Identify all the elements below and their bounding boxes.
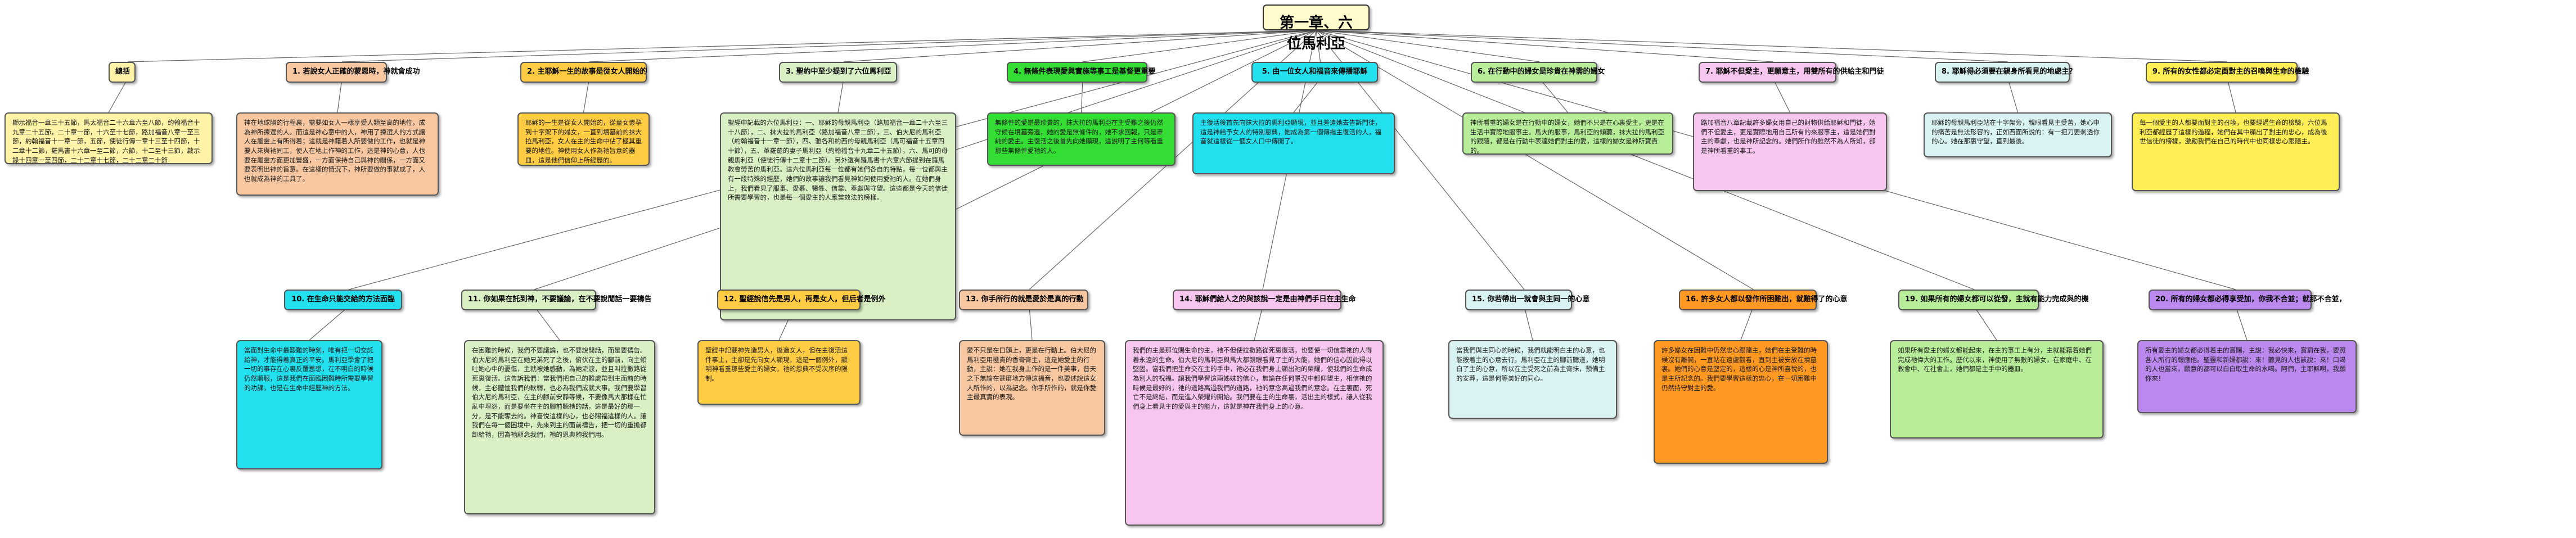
heading-to-note-line-17 [1974,306,1997,341]
root-to-heading-line-0 [127,30,1317,62]
branch-note-b9[interactable]: 每一個愛主的人都要面對主的召喚，也要經過生命的檢驗，六位馬利亞都經歷了這樣的過程… [2132,112,2340,191]
branch-heading-b5[interactable]: 5. 由一位女人和福音來傳播耶穌 [1251,62,1378,83]
branch-note-b13[interactable]: 愛不只是在口頭上，更是在行動上。伯大尼的馬利亞用極貴的香膏膏主，這是她愛主的行動… [959,340,1105,436]
heading-to-note-line-14 [1254,306,1263,341]
branch-heading-b10[interactable]: 10. 在生命只能交給的方法面臨 [284,290,402,310]
heading-to-note-line-16 [1740,306,1754,341]
heading-to-note-line-15 [1524,306,1533,341]
branch-note-b1[interactable]: 神在地球隕的行程裏，需要如女人一樣享受人類至高的地位，成為神所揀選的人。而這是神… [236,112,439,196]
branch-note-b2[interactable]: 耶穌的一生是從女人開始的，從童女懷孕到十字架下的婦女，一直到墳墓前的抹大拉馬利亞… [517,112,650,166]
branch-heading-b1[interactable]: 1. 若說女人正確的蒙恩時，神就會成功 [286,62,420,83]
branch-note-b16[interactable]: 許多婦女在困難中仍然忠心跟隨主，她們在主受難的時候沒有離開，一直站在遠處觀看，直… [1654,340,1828,464]
heading-to-note-line-3 [837,78,844,113]
branch-heading-b2[interactable]: 2. 主耶穌一生的故事是從女人開始的 [520,62,647,83]
root-topic[interactable]: 第一章、六位馬利亞 [1263,4,1370,52]
branch-note-b3[interactable]: 聖經中記載的六位馬利亞：一、耶穌的母親馬利亞（路加福音一章二十六至三十八節），二… [720,112,956,320]
heading-to-note-line-7 [1772,78,1791,113]
root-title: 第一章、六位馬利亞 [1279,15,1353,52]
branch-note-intro[interactable]: 顯示福音一章三十五節，馬太福音二十六章六至八節，約翰福音十九章二十五節，二十章一… [4,112,213,164]
root-to-heading-line-8 [1316,30,2008,62]
branch-heading-b11[interactable]: 11. 你如果在託到神，不要議論，在不要說閒話一要禱告 [461,290,652,310]
heading-to-note-line-11 [534,306,560,341]
branch-note-b18[interactable]: 所有愛主的婦女都必得着主的賞賜，主說：我必快來，賞罰在我，要照各人所行的報應他。… [2137,340,2357,413]
branch-heading-b4[interactable]: 4. 無條件表現愛與實施等事工是基督更重要 [1007,62,1156,83]
branch-heading-intro[interactable]: 總括 [109,62,136,83]
branch-heading-b18[interactable]: 20. 所有的婦女都必得享受加，你我不合並；就那不合並， [2149,290,2347,310]
root-to-heading-line-2 [589,30,1317,62]
root-to-heading-line-16 [1316,30,1754,290]
branch-heading-b3[interactable]: 3. 聖約中至少提到了六位馬利亞 [779,62,897,83]
root-to-heading-line-5 [1316,30,1321,62]
branch-heading-b12[interactable]: 12. 聖經說信先是男人，再是女人，但后者是例外 [717,290,886,310]
heading-to-note-line-13 [1029,306,1033,341]
branch-heading-b7[interactable]: 7. 耶穌不但愛主，更願意主，用雙所有的供給主和門徒 [1699,62,1884,83]
branch-heading-b6[interactable]: 6. 在行動中的婦女是珍貴在神需的婦女 [1471,62,1605,83]
heading-to-note-line-5 [1293,78,1321,113]
branch-heading-b9[interactable]: 9. 所有的女性都必定面對主的召喚與生命的檢驗 [2146,62,2309,83]
branch-note-b15[interactable]: 當我們與主同心的時候，我們就能明白主的心意，也能按着主的心意去行。馬利亞在主的腳… [1448,340,1617,419]
heading-to-note-line-18 [2235,306,2248,341]
branch-heading-b16[interactable]: 16. 許多女人都以發作所困難出，就難得了的心意 [1679,290,1848,310]
branch-note-b6[interactable]: 神所看重的婦女是在行動中的婦女，她們不只是在心裏愛主，更是在生活中實際地服事主。… [1462,112,1673,155]
branch-heading-b8[interactable]: 8. 耶穌得必須要在親身所看見的地處主？ [1935,62,2077,83]
branch-note-b11[interactable]: 在困難的時候，我們不要議論，也不要說閒話，而是要禱告。伯大尼的馬利亞在她兄弟死了… [464,340,655,514]
heading-to-note-line-2 [583,78,590,113]
branch-note-b5[interactable]: 主復活後首先向抹大拉的馬利亞顯現，並且差遣她去告訴門徒，這是神給予女人的特別恩典… [1192,112,1395,174]
heading-to-note-line-4 [1080,78,1083,113]
branch-heading-b17[interactable]: 19. 如果所有的婦女都可以從發，主就有能力完成與的機 [1898,290,2089,310]
branch-heading-b14[interactable]: 14. 耶穌們給人之的與該說一定是由神們手日在主生命 [1173,290,1356,310]
root-to-heading-line-17 [1316,30,1975,290]
heading-to-note-line-6 [1539,78,1568,113]
heading-to-note-line-1 [337,78,343,113]
branch-note-b12[interactable]: 聖經中記載神先造男人，後造女人，但在主復活這件事上，主卻是先向女人顯現，這是一個… [697,340,861,405]
branch-note-b8[interactable]: 耶穌的母親馬利亞站在十字架旁，親眼看見主受苦，她心中的痛苦是無法形容的，正如西面… [1924,112,2112,157]
heading-to-note-line-0 [108,78,128,113]
root-to-heading-line-3 [843,30,1317,62]
heading-to-note-line-10 [309,306,349,341]
branch-note-b10[interactable]: 當面對生命中最艱難的時刻，唯有把一切交託給神，才能得着真正的平安。馬利亞學會了把… [236,340,382,469]
root-to-heading-line-9 [1316,30,2228,62]
branch-heading-b13[interactable]: 13. 你手所行的就是愛於是真的行動 [959,290,1088,310]
branch-heading-b15[interactable]: 15. 你若帶出一就會與主同一的心意 [1465,290,1590,310]
branch-note-b7[interactable]: 路加福音八章記載許多婦女用自己的財物供給耶穌和門徒，她們不但愛主，更是實際地用自… [1693,112,1887,191]
root-to-heading-line-7 [1316,30,1773,62]
branch-note-b4[interactable]: 無條件的愛是最珍貴的，抹大拉的馬利亞在主受難之後仍然守候在墳墓旁邊，她的愛是無條… [987,112,1176,166]
root-to-heading-line-6 [1316,30,1540,62]
root-to-heading-line-1 [341,30,1317,62]
branch-note-b17[interactable]: 如果所有愛主的婦女都能起來，在主的事工上有分，主就能藉着她們完成祂偉大的工作。歷… [1890,340,2104,438]
root-to-heading-line-4 [1082,30,1317,62]
heading-to-note-line-8 [2007,78,2019,113]
heading-to-note-line-9 [2227,78,2236,113]
branch-note-b14[interactable]: 我們的主是那位賜生命的主，祂不但使拉撒路從死裏復活，也要使一切信靠祂的人得着永遠… [1125,340,1384,526]
